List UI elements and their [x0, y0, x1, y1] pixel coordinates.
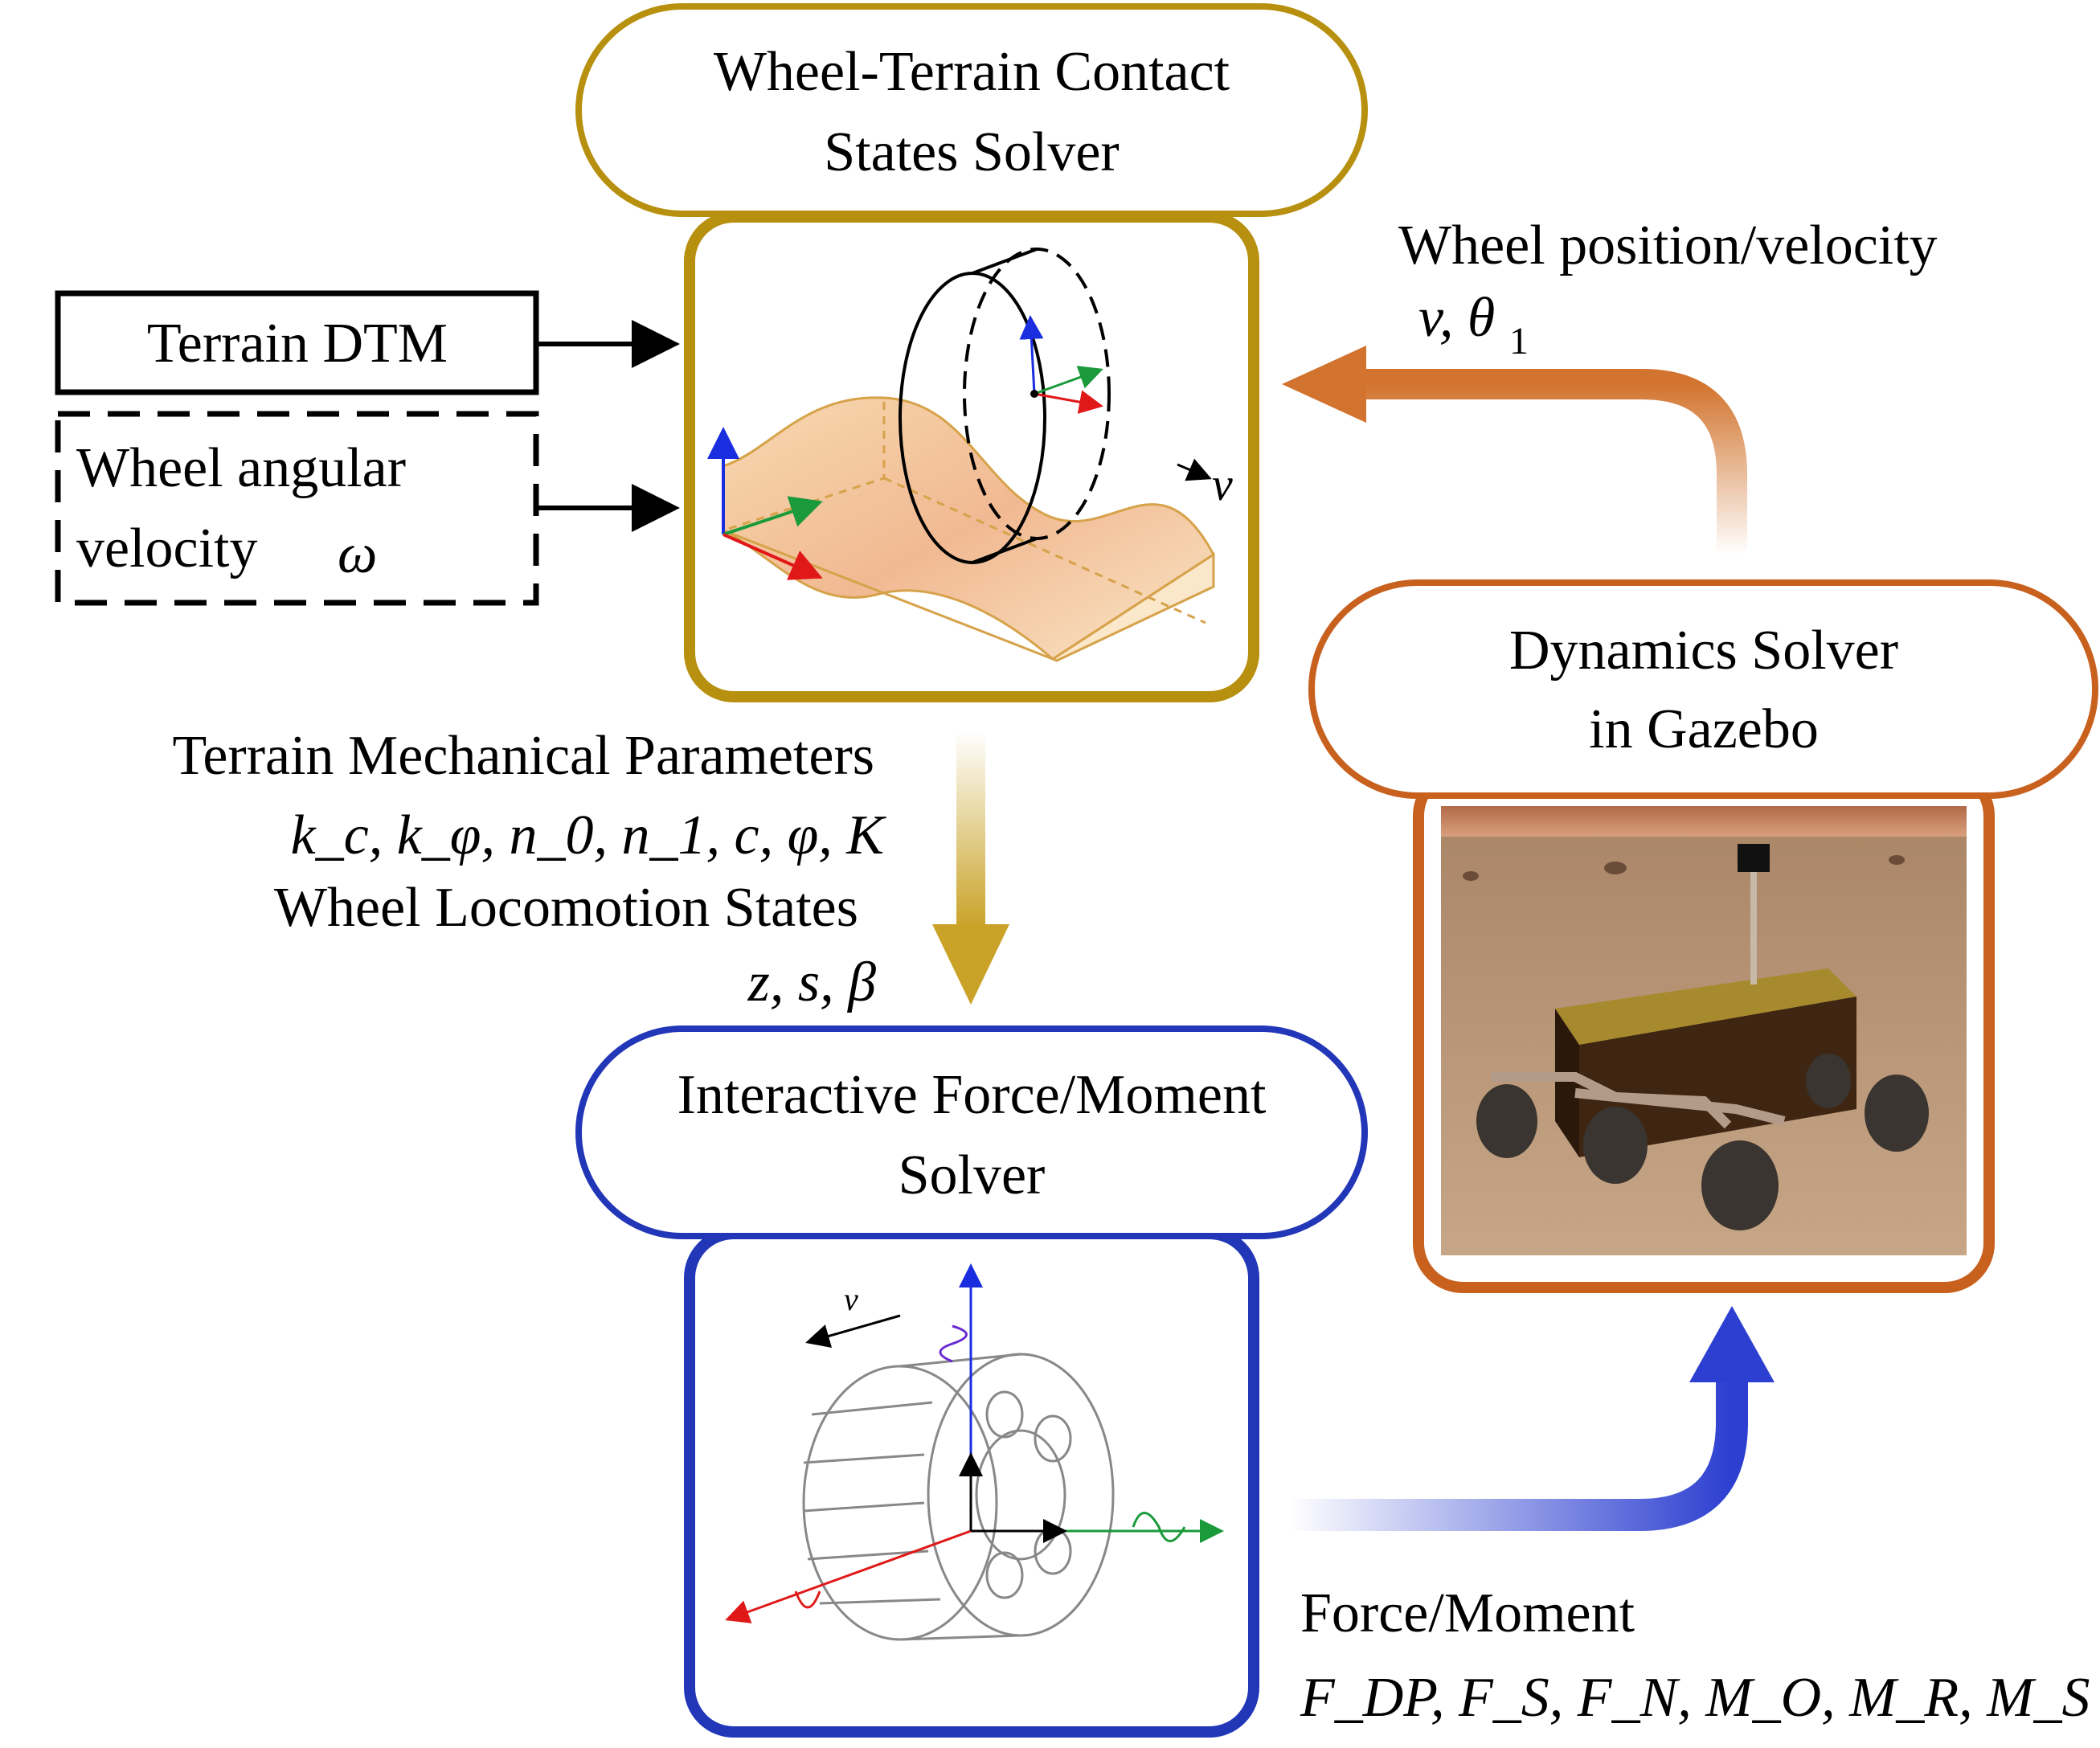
interactive-solver: Interactive Force/Moment Solver v: [575, 1025, 1368, 1738]
force-moment-symbols: F_DP, F_S, F_N, M_O, M_R, M_S: [1300, 1667, 2090, 1729]
wheel-terrain-title-line2: States Solver: [824, 121, 1119, 183]
params-down-arrow: [932, 731, 1009, 1005]
wheel-velocity-arrow: [1177, 458, 1212, 481]
force-moment-group: Force/Moment F_DP, F_S, F_N, M_O, M_R, M…: [1300, 1582, 2090, 1729]
terrain-params-label: Terrain Mechanical Parameters: [172, 725, 874, 787]
position-feedback-subscript: 1: [1509, 320, 1529, 362]
locomotion-symbols: z, s, β: [747, 952, 876, 1013]
force-moment-arrow: [1290, 1306, 1775, 1531]
interactive-title-line1: Interactive Force/Moment: [677, 1064, 1267, 1126]
position-feedback-label: Wheel position/velocity: [1398, 215, 1938, 276]
wheel-velocity-symbol: v: [1212, 458, 1233, 510]
dynamics-title-line2: in Gazebo: [1589, 698, 1819, 760]
wheel-angular-line2: velocity: [76, 518, 257, 579]
interactive-title-box: [575, 1025, 1368, 1239]
rover-wheel-illustration: [802, 1353, 1115, 1641]
wheel-cylinder: [899, 248, 1111, 564]
wheel-terrain-title-line1: Wheel-Terrain Contact: [714, 41, 1230, 103]
wheel-axis-y: [1034, 366, 1103, 395]
terrain-axis-x: [723, 533, 823, 580]
position-feedback-arrow: [1354, 369, 1747, 555]
wheel-angular-velocity-input: Wheel angular velocity ω: [55, 411, 680, 606]
dynamics-title-box: [1308, 579, 2098, 799]
force-velocity-symbol: v: [844, 1281, 858, 1317]
force-moment-label: Force/Moment: [1300, 1582, 1635, 1644]
force-axis-x: [725, 1529, 972, 1623]
wheel-angular-box: [55, 411, 539, 606]
terrain-params-symbols: k_c, k_φ, n_0, n_1, c, φ, K: [291, 804, 887, 866]
interactive-title-line2: Solver: [899, 1144, 1046, 1206]
wheel-terrain-title-box: [575, 3, 1368, 217]
locomotion-label: Wheel Locomotion States: [274, 877, 858, 939]
wheel-axis-z: [1019, 315, 1044, 395]
terrain-params-group: Terrain Mechanical Parameters k_c, k_φ, …: [172, 725, 886, 1013]
wheel-terrain-solver: Wheel-Terrain Contact States Solver v: [575, 3, 1368, 702]
dynamics-title-line1: Dynamics Solver: [1509, 620, 1898, 682]
position-feedback-symbols: v, θ: [1418, 287, 1495, 349]
terrain-axis-y: [723, 496, 823, 536]
terrain-dtm-label: Terrain DTM: [147, 313, 448, 375]
terrain-dtm-input: Terrain DTM: [55, 290, 680, 395]
terrain-illustration: [722, 396, 1215, 662]
wheel-axis-x: [1034, 390, 1103, 414]
wheel-angular-line1: Wheel angular: [76, 437, 406, 499]
gazebo-rover-render: [1436, 801, 1971, 1260]
position-feedback: Wheel position/velocity v, θ 1: [1282, 215, 1938, 555]
force-velocity-arrow: [805, 1314, 901, 1348]
dynamics-solver: Dynamics Solver in Gazebo: [1308, 579, 2098, 1293]
wheel-angular-symbol: ω: [338, 523, 377, 585]
